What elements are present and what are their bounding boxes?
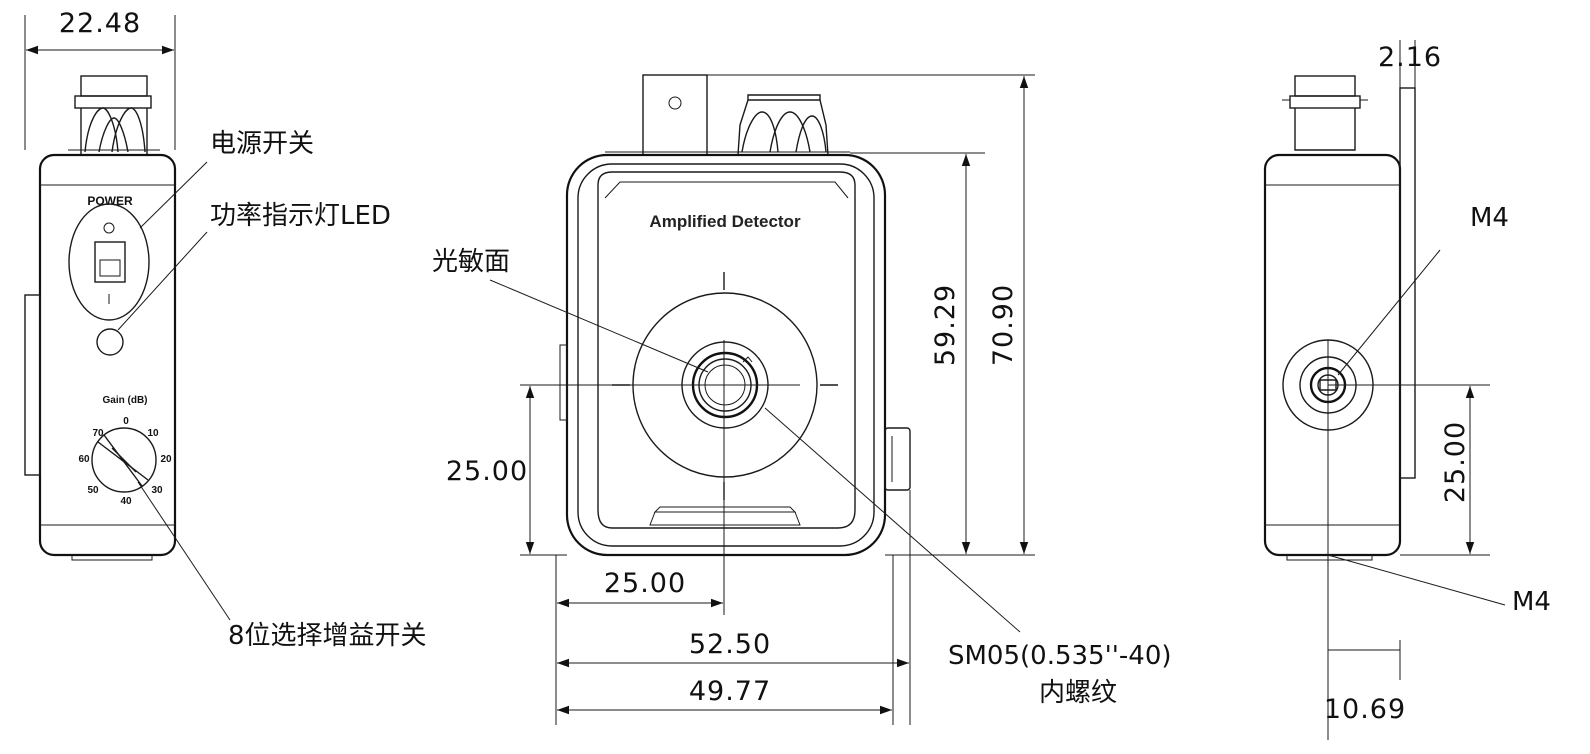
gain-tick: 60 [78, 454, 90, 465]
dim-center-offset: 25.00 [604, 568, 686, 599]
dim-full-height: 70.90 [988, 284, 1019, 366]
dim-body-height: 59.29 [930, 284, 961, 366]
power-switch[interactable] [94, 241, 126, 283]
power-switch-panel [68, 203, 150, 321]
gain-tick: 70 [92, 428, 104, 439]
gain-ticks: 0 10 20 30 40 50 60 70 [78, 416, 172, 507]
power-led-small [103, 222, 115, 234]
gain-tick: 10 [147, 428, 159, 439]
front-view: Amplified Detector 25.00 [432, 74, 1172, 725]
dim-side-width: 22.48 [59, 8, 141, 39]
label-power-led: 功率指示灯LED [210, 201, 391, 231]
bnc-connector-left [68, 75, 160, 155]
side-body-right [1263, 153, 1402, 557]
gain-tick: 30 [151, 485, 163, 496]
label-gain-switch: 8位选择增益开关 [228, 621, 427, 651]
dim-body-width: 49.77 [689, 676, 771, 707]
dim-right-center-height: 25.00 [1440, 421, 1471, 503]
gain-title: Gain (dB) [103, 395, 148, 406]
dim-overall-width: 52.50 [689, 629, 771, 660]
label-thread-spec: SM05(0.535''-40) [948, 641, 1172, 671]
gain-tick: 40 [120, 496, 132, 507]
side-view-right: 25.00 2.16 10.69 M4 M4 [1263, 40, 1551, 740]
gain-tick: 20 [160, 454, 172, 465]
power-indicator-led [96, 328, 124, 356]
gain-dial[interactable] [91, 427, 157, 493]
bnc-connector-front [737, 94, 829, 156]
dim-center-height: 25.00 [446, 456, 528, 487]
dim-right-width: 10.69 [1324, 694, 1406, 725]
label-mount-top: M4 [1470, 203, 1509, 233]
bnc-connector-right [1282, 75, 1368, 151]
dim-right-thickness: 2.16 [1378, 42, 1442, 73]
label-sensitive-area: 光敏面 [432, 247, 510, 277]
label-thread-name: 内螺纹 [1039, 678, 1117, 708]
gain-tick: 0 [123, 416, 129, 427]
label-power-switch: 电源开关 [210, 129, 314, 159]
label-mount-bottom: M4 [1512, 587, 1551, 617]
gain-tick: 50 [87, 485, 99, 496]
brand-text: Amplified Detector [649, 212, 801, 231]
side-view-left: POWER Gain (dB) 0 10 20 30 40 50 60 70 2… [24, 8, 427, 651]
mount-block [642, 74, 708, 156]
power-text: POWER [87, 194, 133, 208]
